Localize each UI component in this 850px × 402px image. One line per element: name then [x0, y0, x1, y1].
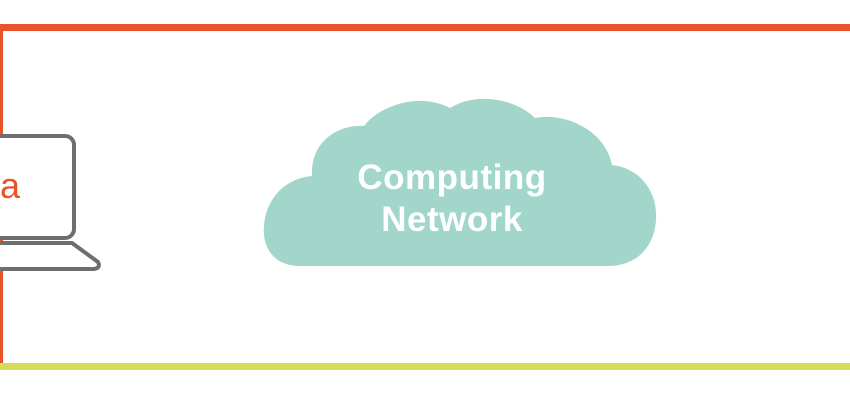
- cloud-label-computing: Computing: [357, 158, 547, 197]
- laptop-screen: [0, 134, 76, 240]
- cloud-icon: [263, 98, 657, 266]
- laptop-icon: [0, 134, 101, 271]
- laptop-screen-text: a: [0, 165, 21, 206]
- top-border-line: [0, 24, 850, 31]
- cloud-label-network: Network: [381, 200, 523, 239]
- bottom-border-line: [0, 363, 850, 370]
- laptop-base: [0, 241, 101, 271]
